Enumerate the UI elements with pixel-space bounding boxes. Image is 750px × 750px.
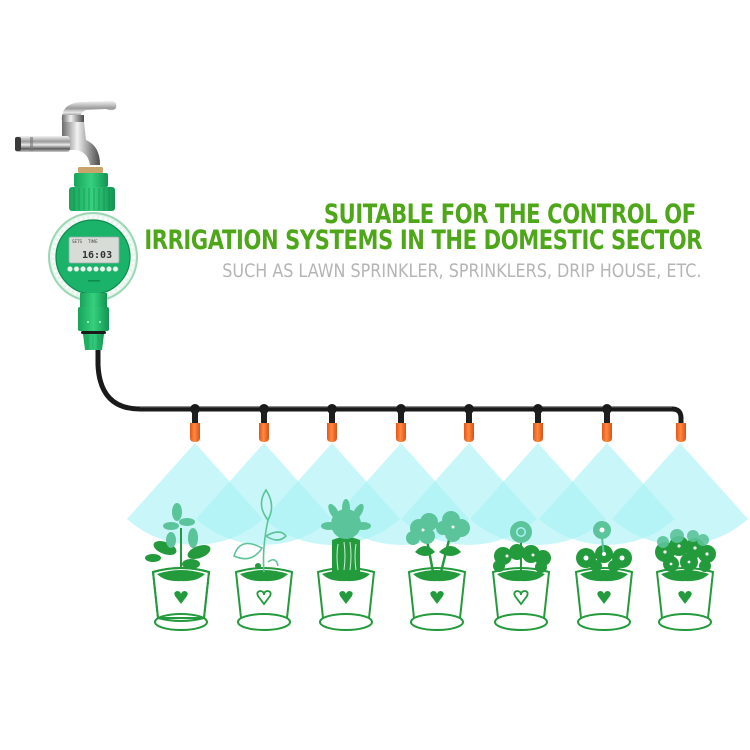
plant-cactus [321, 499, 371, 572]
pot-body-3 [316, 567, 376, 631]
timer-lcd [68, 236, 120, 264]
timer-button-2[interactable] [73, 266, 80, 272]
nozzle-6 [533, 404, 543, 442]
timer-button-8[interactable] [112, 266, 119, 272]
heart-outline-icon [256, 590, 272, 606]
nozzle-3 [327, 404, 337, 442]
drip-pipe [95, 342, 684, 427]
timer-button-5[interactable] [93, 266, 99, 272]
plant-leafy-herb [145, 503, 211, 572]
plant-flowering-shrub [655, 529, 716, 572]
pot-1 [145, 503, 211, 572]
headline-line-2: IRRIGATION SYSTEMS IN THE DOMESTIC SECTO… [144, 225, 702, 256]
plants [233, 488, 716, 573]
nozzle-5 [464, 404, 474, 442]
nozzles [190, 404, 686, 442]
heart-filled-icon [597, 591, 611, 604]
plant-pots [145, 503, 211, 572]
heart-filled-icon [339, 591, 353, 604]
spray-cones [127, 443, 748, 545]
plant-gear-flower-bush [576, 521, 632, 572]
timer-button-6[interactable] [99, 266, 106, 272]
nozzle-2 [259, 404, 269, 442]
headline-line-1: SUITABLE FOR THE CONTROL OF [324, 199, 696, 230]
water-timer: SETS TIME 16:03 [48, 173, 138, 350]
pots [151, 567, 715, 631]
timer-buttons [67, 266, 119, 272]
nozzle-7 [602, 404, 612, 442]
plant-clover-flower [406, 511, 470, 573]
pot-body-4 [407, 567, 467, 631]
spray-cone-8 [612, 443, 748, 545]
nozzle-4 [396, 404, 406, 442]
heart-filled-icon [174, 591, 188, 604]
pot-body-2 [234, 567, 294, 631]
lcd-label-time: TIME [87, 239, 98, 244]
pot-body-5 [491, 567, 551, 631]
faucet [15, 100, 117, 173]
timer-button-7[interactable] [106, 266, 112, 272]
heart-outline-icon [513, 590, 529, 606]
nozzle-8 [676, 423, 686, 442]
heart-filled-icon [430, 591, 444, 604]
lcd-label-sets: SETS [72, 239, 83, 244]
plant-seedling-outline [233, 488, 288, 573]
pot-body-6 [574, 567, 634, 631]
nozzle-1 [190, 404, 200, 442]
lcd-time-display: 16:03 [82, 250, 112, 261]
timer-button-3[interactable] [80, 266, 86, 272]
headline-subline: SUCH AS LAWN SPRINKLER, SPRINKLERS, DRIP… [222, 260, 702, 282]
plant-daisy-bush [493, 521, 551, 573]
pot-fronts [151, 567, 211, 622]
timer-button-1[interactable] [67, 266, 73, 272]
heart-filled-icon [678, 591, 692, 604]
timer-button-4[interactable] [86, 266, 93, 272]
pot-body-7 [655, 567, 715, 631]
